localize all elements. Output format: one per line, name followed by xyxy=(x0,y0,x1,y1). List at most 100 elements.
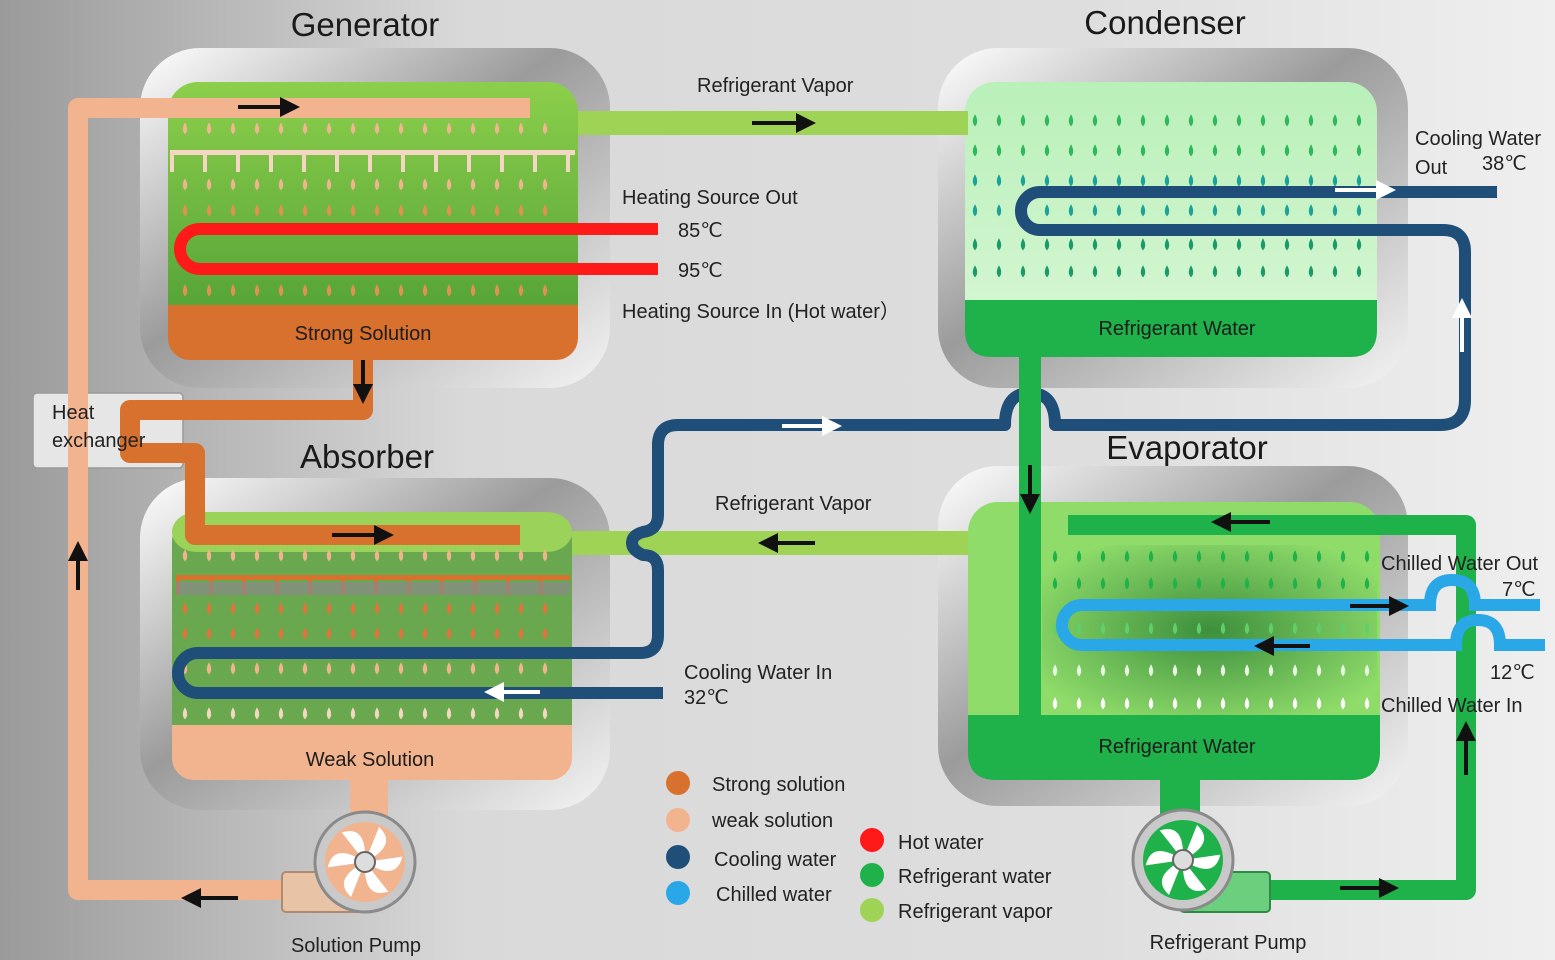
droplet xyxy=(1220,577,1226,590)
droplet xyxy=(1164,204,1170,217)
droplet xyxy=(302,602,308,615)
droplet xyxy=(254,627,260,640)
droplet xyxy=(422,627,428,640)
absorber-title: Absorber xyxy=(300,438,434,475)
droplet xyxy=(1068,238,1074,251)
chilled-water-in-label: Chilled Water In xyxy=(1381,695,1523,717)
droplet xyxy=(350,627,356,640)
droplet xyxy=(1100,664,1106,677)
absorber-chamber xyxy=(172,512,572,780)
condenser-title: Condenser xyxy=(1084,4,1245,41)
droplet xyxy=(398,122,404,135)
droplet xyxy=(1044,174,1050,187)
droplet xyxy=(1332,265,1338,278)
droplet xyxy=(1316,664,1322,677)
droplet xyxy=(278,284,284,297)
droplet xyxy=(350,284,356,297)
droplet xyxy=(1308,144,1314,157)
droplet xyxy=(1124,697,1130,710)
refrigerant-pump[interactable] xyxy=(1131,808,1271,913)
droplet xyxy=(350,662,356,675)
heating-source-out-label: Heating Source Out xyxy=(622,187,798,209)
droplet xyxy=(374,707,380,720)
droplet xyxy=(1244,550,1250,563)
distributor-nozzle xyxy=(566,150,570,172)
droplet xyxy=(1052,577,1058,590)
droplet xyxy=(1140,238,1146,251)
droplet xyxy=(278,662,284,675)
droplet xyxy=(1124,550,1130,563)
droplet xyxy=(230,204,236,217)
droplet xyxy=(1244,577,1250,590)
droplet xyxy=(1020,144,1026,157)
droplet xyxy=(350,707,356,720)
droplet xyxy=(1308,238,1314,251)
droplet xyxy=(278,627,284,640)
droplet xyxy=(446,549,452,562)
droplet xyxy=(302,178,308,191)
droplet xyxy=(1212,144,1218,157)
condenser-content-label: Refrigerant Water xyxy=(1098,318,1255,340)
droplet xyxy=(230,662,236,675)
droplet xyxy=(1356,265,1362,278)
droplet xyxy=(1172,664,1178,677)
droplet xyxy=(1340,697,1346,710)
droplet xyxy=(326,662,332,675)
droplet xyxy=(1220,622,1226,635)
droplet xyxy=(182,204,188,217)
droplet xyxy=(1148,577,1154,590)
droplet xyxy=(518,549,524,562)
droplet xyxy=(1164,238,1170,251)
droplet xyxy=(542,122,548,135)
droplet xyxy=(542,284,548,297)
generator-title: Generator xyxy=(291,6,440,43)
droplet xyxy=(1100,550,1106,563)
droplet xyxy=(1116,265,1122,278)
droplet xyxy=(1020,265,1026,278)
droplet xyxy=(1340,577,1346,590)
generator-chamber xyxy=(168,82,578,360)
legend-swatch-refrigerant-water xyxy=(860,863,884,887)
chilled-in-temp: 12℃ xyxy=(1490,662,1535,684)
impeller-blade xyxy=(1183,854,1221,869)
droplet xyxy=(446,284,452,297)
droplet xyxy=(1052,664,1058,677)
distributor-nozzle xyxy=(533,150,537,172)
distributor-nozzle xyxy=(269,150,273,172)
droplet xyxy=(996,238,1002,251)
cooling-water-in-label: Cooling Water In xyxy=(684,662,832,684)
droplet xyxy=(1260,204,1266,217)
solution-pump[interactable] xyxy=(281,810,417,914)
droplet xyxy=(254,662,260,675)
droplet xyxy=(1100,577,1106,590)
legend-label-refrigerant-vapor: Refrigerant vapor xyxy=(898,901,1053,923)
droplet xyxy=(1044,204,1050,217)
absorber-distributor xyxy=(176,575,570,595)
droplet xyxy=(422,204,428,217)
impeller-blade xyxy=(365,856,403,871)
droplet xyxy=(1124,664,1130,677)
droplet xyxy=(254,284,260,297)
droplet xyxy=(1260,144,1266,157)
droplet xyxy=(1188,238,1194,251)
vapor-label-bottom: Refrigerant Vapor xyxy=(715,493,872,515)
generator-content-label: Strong Solution xyxy=(295,323,432,345)
droplet xyxy=(302,284,308,297)
droplet xyxy=(374,178,380,191)
legend-swatch-strong-solution xyxy=(666,771,690,795)
droplet xyxy=(1356,238,1362,251)
droplet xyxy=(1364,697,1370,710)
droplet xyxy=(206,707,212,720)
legend-swatch-hot-water xyxy=(860,828,884,852)
droplet xyxy=(182,549,188,562)
droplet xyxy=(1284,265,1290,278)
droplet xyxy=(398,284,404,297)
droplet xyxy=(1044,265,1050,278)
distributor-nozzle xyxy=(401,150,405,172)
droplet xyxy=(350,549,356,562)
droplet xyxy=(1044,238,1050,251)
droplet xyxy=(1284,204,1290,217)
droplet xyxy=(350,122,356,135)
evaporator-chamber xyxy=(968,502,1380,780)
droplet xyxy=(206,627,212,640)
